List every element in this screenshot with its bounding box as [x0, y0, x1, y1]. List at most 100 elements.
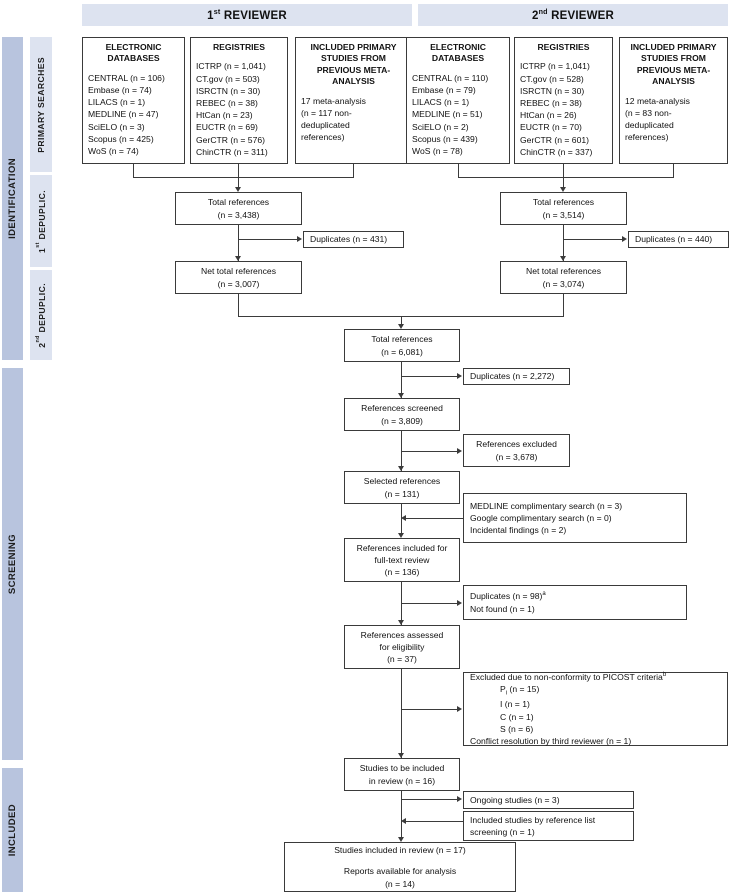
final-line3: (n = 14) — [385, 878, 415, 889]
box-r1-net-total-references: Net total references (n = 3,007) — [175, 261, 302, 294]
list-item: ISRCTN (n = 30) — [520, 85, 585, 96]
combined-total-line1: Total references — [371, 334, 433, 345]
box-r2-net-total-references: Net total references (n = 3,074) — [500, 261, 627, 294]
box-combined-duplicates: Duplicates (n = 2,272) — [463, 368, 570, 385]
arrow-to-studies-to-be-included — [397, 753, 404, 758]
assessed-line3: (n = 37) — [387, 654, 417, 665]
connector-excluded-branch — [401, 451, 458, 453]
r2-included-primary-title: INCLUDED PRIMARY STUDIES FROM PREVIOUS M… — [630, 42, 717, 87]
r1-registries-title: REGISTRIES — [212, 42, 266, 52]
r2-registries-title: REGISTRIES — [537, 42, 590, 52]
list-item: references) — [301, 132, 345, 143]
phase-label-second-deduplic: 2nd DEPUPLIC. — [35, 282, 47, 348]
picost-item-c: C (n = 1) — [500, 711, 534, 722]
arrow-r2-duplicates — [622, 235, 627, 242]
connector-tobeincluded-down — [401, 791, 403, 838]
footnote-marker-b: b — [662, 672, 667, 679]
phase-band-identification: IDENTIFICATION — [2, 37, 23, 360]
list-item: 12 meta-analysis — [625, 95, 690, 106]
box-excluded-picost: Excluded due to non-conformity to PICOST… — [463, 672, 728, 746]
list-item: WoS (n = 74) — [88, 146, 139, 157]
box-r1-electronic-databases: ELECTRONIC DATABASES CENTRAL (n = 106) E… — [82, 37, 185, 164]
arrow-reflist-in — [401, 817, 406, 824]
picost-item-s: S (n = 6) — [500, 723, 534, 734]
arrow-complementary-in — [401, 514, 406, 521]
list-item: REBEC (n = 38) — [520, 98, 582, 109]
fulltext-line1: References included for — [356, 542, 448, 553]
phase-band-screening: SCREENING — [2, 368, 23, 760]
r2-total-references-text: Total references (n = 3,514) — [532, 197, 595, 220]
phase-label-primary-searches: PRIMARY SEARCHES — [36, 56, 46, 153]
r2-databases-list: CENTRAL (n = 110) Embase (n = 79) LILACS… — [412, 72, 504, 157]
box-r2-duplicates: Duplicates (n = 440) — [628, 231, 729, 248]
r1-duplicates-text: Duplicates (n = 431) — [310, 234, 388, 245]
picost-item-p: Pi (n = 15) — [500, 684, 540, 697]
r2-registries-list: ICTRP (n = 1,041) CT.gov (n = 528) ISRCT… — [520, 60, 607, 158]
dup-item: Duplicates (n = 98)a — [470, 590, 546, 602]
phase-label-screening: SCREENING — [7, 533, 18, 595]
r1-registries-list: ICTRP (n = 1,041) CT.gov (n = 503) ISRCT… — [196, 60, 282, 158]
arrow-to-assessed — [397, 620, 404, 625]
box-r1-registries: REGISTRIES ICTRP (n = 1,041) CT.gov (n =… — [190, 37, 288, 164]
r2-included-primary-list: 12 meta-analysis (n = 83 non- deduplicat… — [625, 95, 722, 144]
list-item: EUCTR (n = 70) — [520, 122, 582, 133]
box-references-excluded: References excluded (n = 3,678) — [463, 434, 570, 467]
box-r2-electronic-databases: ELECTRONIC DATABASES CENTRAL (n = 110) E… — [406, 37, 510, 164]
list-item: deduplicated — [625, 120, 674, 131]
list-item: SciELO (n = 3) — [88, 121, 145, 132]
arrow-to-fulltext — [397, 533, 404, 538]
connector-r1-merge-down — [238, 177, 240, 188]
list-item: CENTRAL (n = 110) — [412, 72, 489, 83]
connector-r2-merge-bar — [458, 177, 674, 179]
list-item: LILACS (n = 1) — [412, 97, 470, 108]
phase-band-included: INCLUDED — [2, 768, 23, 892]
selected-line1: Selected references — [363, 476, 441, 487]
box-references-included-fulltext: References included for full-text review… — [344, 538, 460, 582]
connector-r2-reg-down — [563, 164, 565, 177]
dup-text: Duplicates (n = 98) — [470, 591, 543, 602]
list-item: CENTRAL (n = 106) — [88, 72, 165, 83]
notfound-text: Not found (n = 1) — [470, 603, 535, 614]
box-ongoing-studies: Ongoing studies (n = 3) — [463, 791, 634, 809]
connector-r1-net-down — [238, 294, 240, 316]
picost-title-text: Excluded due to non-conformity to PICOST… — [470, 671, 663, 682]
box-r1-included-primary-studies: INCLUDED PRIMARY STUDIES FROM PREVIOUS M… — [295, 37, 412, 164]
connector-r2-db-down — [458, 164, 460, 177]
connector-picost-branch — [401, 709, 458, 711]
arrow-r1-to-total — [234, 187, 241, 192]
tobeincluded-line2: in review (n = 16) — [368, 775, 436, 786]
list-item: EUCTR (n = 69) — [196, 122, 258, 133]
list-item: ISRCTN (n = 30) — [196, 85, 261, 96]
assessed-line2: for eligibility — [379, 641, 425, 652]
list-item: deduplicated — [301, 120, 350, 131]
list-item: ICTRP (n = 1,041) — [520, 61, 590, 72]
connector-r1-db-down — [133, 164, 135, 177]
r2-duplicates-text: Duplicates (n = 440) — [635, 234, 713, 245]
connector-r1-reg-down — [238, 164, 240, 177]
list-item: GerCTR (n = 601) — [520, 134, 590, 145]
list-item: CT.gov (n = 528) — [520, 73, 584, 84]
footnote-marker-a: a — [542, 591, 546, 598]
list-item: (n = 117 non- — [301, 107, 352, 118]
list-item: MEDLINE (n = 51) — [412, 109, 483, 120]
arrow-r1-duplicates — [297, 235, 302, 242]
connector-selected-down2 — [401, 518, 403, 536]
arrow-ongoing-studies — [457, 795, 462, 802]
excluded-line2: (n = 3,678) — [495, 451, 538, 462]
box-studies-to-be-included: Studies to be included in review (n = 16… — [344, 758, 460, 791]
list-item: Google complimentary search (n = 0) — [470, 512, 612, 523]
box-combined-total-references: Total references (n = 6,081) — [344, 329, 460, 362]
connector-reflist-in — [406, 821, 464, 823]
phase-band-first-deduplic: 1st DEPUPLIC. — [30, 175, 52, 267]
box-r2-registries: REGISTRIES ICTRP (n = 1,041) CT.gov (n =… — [514, 37, 613, 164]
box-final-studies-included: Studies included in review (n = 17) Repo… — [284, 842, 516, 892]
arrow-to-combined-total — [397, 324, 404, 329]
final-line1: Studies included in review (n = 17) — [334, 845, 466, 856]
list-item: 17 meta-analysis — [301, 95, 366, 106]
list-item: LILACS (n = 1) — [88, 97, 146, 108]
phase-label-included: INCLUDED — [7, 803, 18, 857]
list-item: ChinCTR (n = 337) — [520, 146, 593, 157]
tobeincluded-line1: Studies to be included — [359, 763, 445, 774]
connector-combined-down — [401, 316, 403, 325]
